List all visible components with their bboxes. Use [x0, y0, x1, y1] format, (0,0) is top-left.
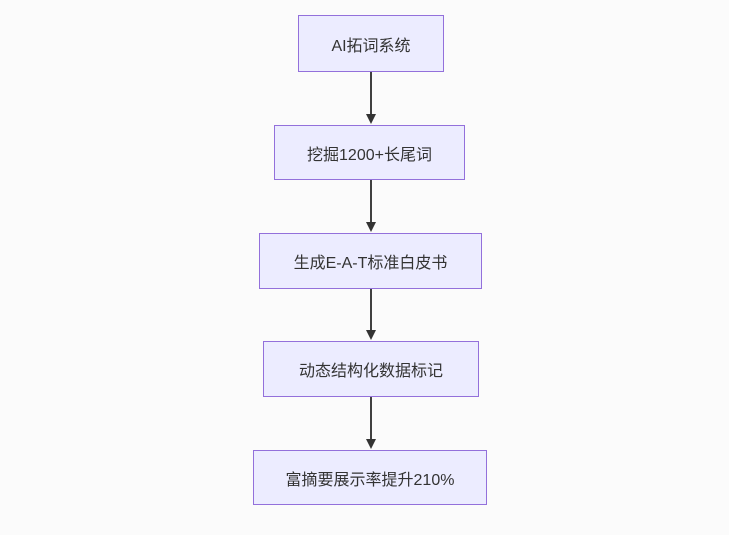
arrowhead-icon — [366, 439, 376, 449]
arrow-down-icon — [365, 397, 377, 449]
flow-node-label: 富摘要展示率提升210% — [285, 471, 455, 489]
arrow-down-icon — [365, 72, 377, 124]
flow-node-label: 挖掘1200+长尾词 — [307, 146, 432, 164]
flow-node-label: 动态结构化数据标记 — [298, 363, 443, 380]
arrowhead-icon — [366, 222, 376, 232]
arrow-down-icon — [365, 289, 377, 340]
flow-node-eat-whitepaper: 生成E-A-T标准白皮书 — [259, 233, 482, 289]
flow-node-label: 生成E-A-T标准白皮书 — [293, 255, 448, 272]
flow-node-ai-word-expansion: AI拓词系统 — [298, 15, 444, 72]
arrowhead-icon — [366, 114, 376, 124]
flow-node-longtail-mining: 挖掘1200+长尾词 — [274, 125, 465, 180]
arrow-line — [370, 72, 372, 114]
arrowhead-icon — [366, 330, 376, 340]
flow-node-label: AI拓词系统 — [331, 37, 411, 55]
flow-node-structured-data: 动态结构化数据标记 — [263, 341, 479, 397]
arrow-line — [370, 397, 372, 439]
arrow-down-icon — [365, 180, 377, 232]
arrow-line — [370, 289, 372, 330]
flow-node-rich-snippet-result: 富摘要展示率提升210% — [253, 450, 487, 505]
arrow-line — [370, 180, 372, 222]
